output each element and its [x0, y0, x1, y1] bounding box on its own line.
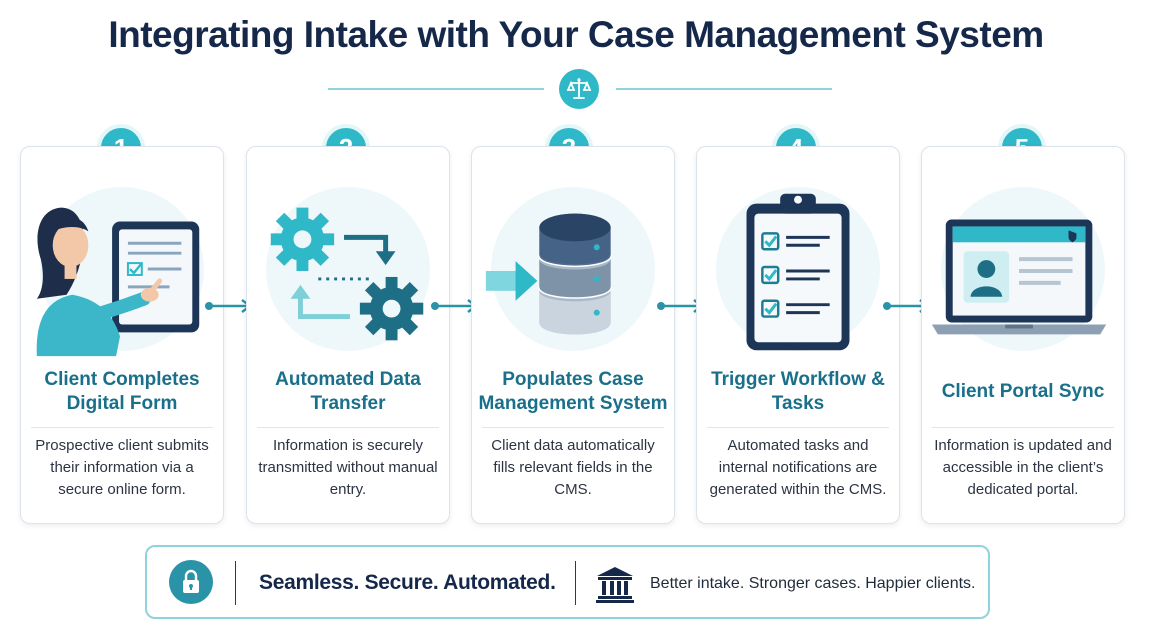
- step-5-divider: [932, 427, 1114, 428]
- step-2-title: Automated Data Transfer: [275, 369, 421, 414]
- step-2-description: Information is securely transmitted with…: [258, 437, 438, 498]
- step-1-card: Client Completes Digital Form Prospectiv…: [20, 146, 224, 524]
- step-4-title: Trigger Workflow & Tasks: [711, 369, 885, 414]
- step-5-title: Client Portal Sync: [941, 381, 1105, 402]
- footer-divider-2: [575, 561, 576, 605]
- laptop-portal-icon: [931, 219, 1107, 335]
- tablet-form-icon: [36, 207, 200, 357]
- step-3-card: Populates Case Management System Client …: [471, 146, 675, 524]
- step-2-card: Automated Data Transfer Information is s…: [246, 146, 450, 524]
- step-4-divider: [707, 427, 889, 428]
- scales-of-justice-icon: [559, 69, 599, 109]
- clipboard-checklist-icon: [746, 193, 850, 351]
- step-4-card: Trigger Workflow & Tasks Automated tasks…: [696, 146, 900, 524]
- step-5-description: Information is updated and accessible in…: [934, 437, 1112, 498]
- courthouse-icon: [596, 567, 634, 603]
- footer-banner: Seamless. Secure. Automated. Better inta…: [145, 545, 990, 619]
- step-2-divider: [257, 427, 439, 428]
- footer-divider-1: [235, 561, 236, 605]
- step-3-divider: [482, 427, 664, 428]
- lock-icon: [169, 560, 213, 604]
- footer-subtagline: Better intake. Stronger cases. Happier c…: [650, 575, 976, 592]
- footer-tagline: Seamless. Secure. Automated.: [259, 571, 556, 594]
- title-divider-right: [616, 88, 832, 90]
- page-title: Integrating Intake with Your Case Manage…: [108, 14, 1044, 55]
- database-icon: [485, 213, 613, 335]
- title-divider-left: [328, 88, 544, 90]
- step-1-title: Client Completes Digital Form: [44, 369, 200, 414]
- step-3-description: Client data automatically fills relevant…: [491, 437, 655, 498]
- step-4-description: Automated tasks and internal notificatio…: [709, 437, 887, 498]
- step-3-title: Populates Case Management System: [478, 369, 668, 414]
- step-5-card: Client Portal Sync Information is update…: [921, 146, 1125, 524]
- step-1-description: Prospective client submits their informa…: [35, 437, 209, 498]
- step-1-divider: [31, 427, 213, 428]
- gears-transfer-icon: [270, 207, 424, 341]
